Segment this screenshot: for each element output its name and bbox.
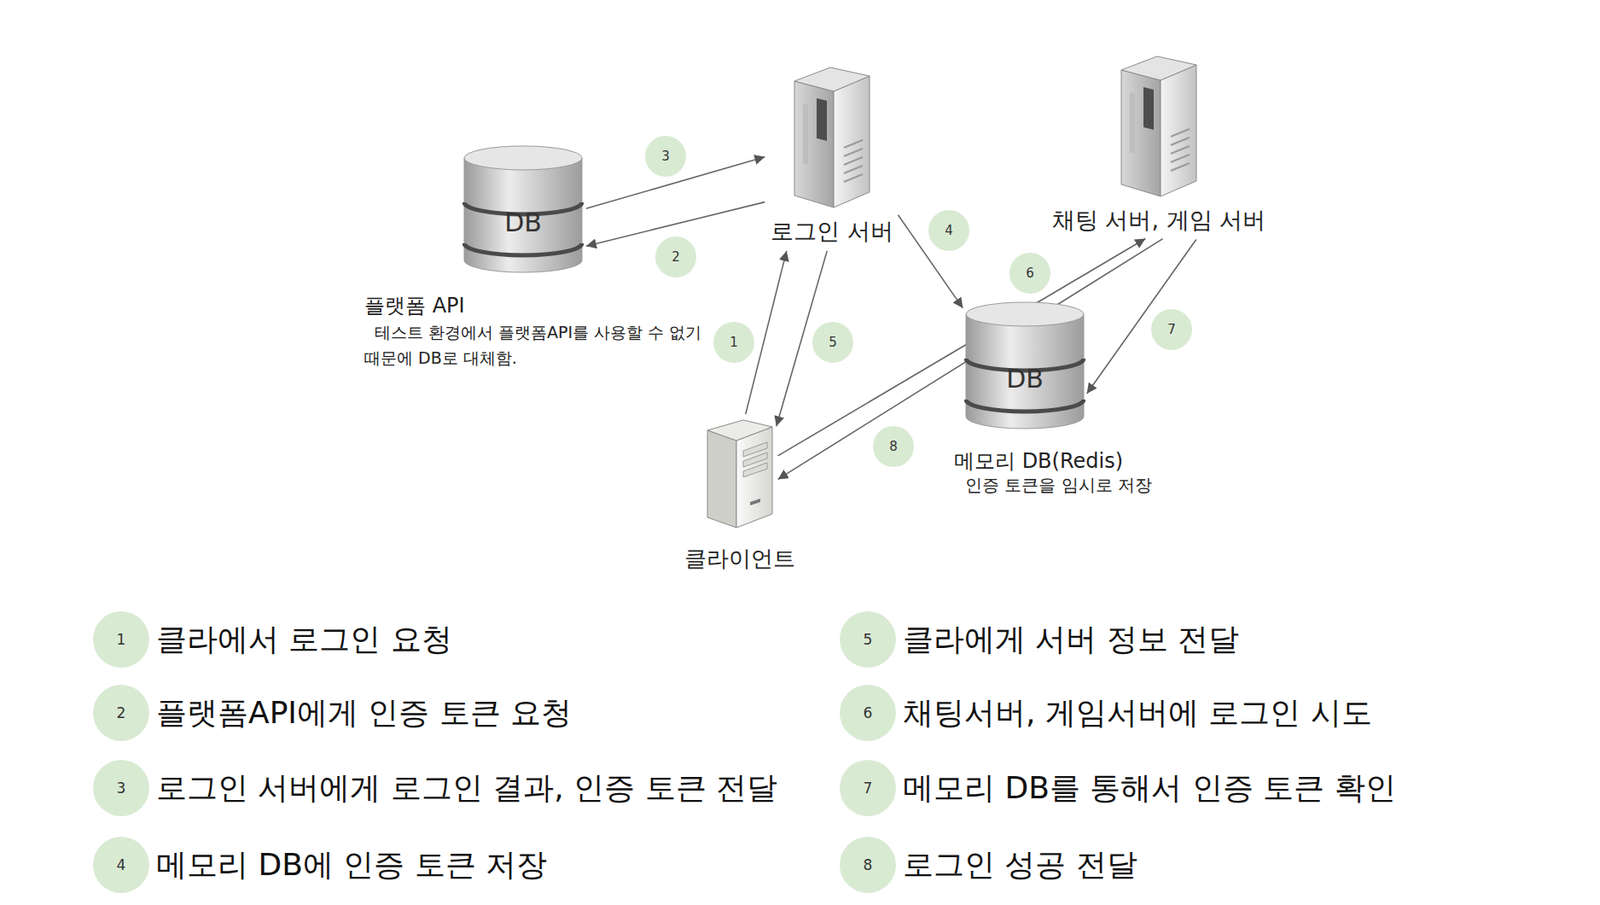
chat-game-server: 채팅 서버, 게임 서버 <box>1048 47 1269 238</box>
redis-db: DB메모리 DB(Redis)인증 토큰을 임시로 저장 <box>964 298 1086 432</box>
db-symbol-text: DB <box>964 363 1086 395</box>
flow-arrow <box>778 238 1147 456</box>
step-item: 5클라에게 서버 정보 전달 <box>839 610 896 668</box>
step-item: 4메모리 DB에 인증 토큰 저장 <box>93 836 150 893</box>
step-number: 5 <box>839 610 896 668</box>
callout-number: 3 <box>645 135 687 177</box>
callout-number: 8 <box>872 425 914 467</box>
db-caption: 플랫폼 API <box>364 292 466 319</box>
callout-number: 7 <box>1151 308 1193 350</box>
step-number: 4 <box>93 836 150 893</box>
step-number: 1 <box>93 610 150 668</box>
callout-number: 1 <box>713 321 755 363</box>
callout-number: 6 <box>1009 252 1051 294</box>
step-item: 8로그인 성공 전달 <box>839 836 896 893</box>
callout-number: 4 <box>928 209 970 251</box>
step-description: 플랫폼API에게 인증 토큰 요청 <box>156 693 572 732</box>
callout-number: 2 <box>655 236 697 278</box>
step-item: 6채팅서버, 게임서버에 로그인 시도 <box>839 684 896 741</box>
step-number: 6 <box>839 684 896 741</box>
step-number: 2 <box>93 684 150 741</box>
step-item: 3로그인 서버에게 로그인 결과, 인증 토큰 전달 <box>93 759 150 816</box>
step-description: 클라에게 서버 정보 전달 <box>902 620 1240 658</box>
step-item: 2플랫폼API에게 인증 토큰 요청 <box>93 684 150 741</box>
db-symbol-text: DB <box>462 207 584 239</box>
server-label: 채팅 서버, 게임 서버 <box>1052 206 1266 234</box>
step-description: 메모리 DB를 통해서 인증 토큰 확인 <box>902 768 1397 807</box>
db-note: 테스트 환경에서 플랫폼API를 사용할 수 없기 때문에 DB로 대체함. <box>364 319 715 371</box>
db-caption: 메모리 DB(Redis) <box>954 448 1123 474</box>
flow-arrow <box>1087 238 1197 394</box>
step-number: 3 <box>93 759 150 816</box>
step-description: 클라에서 로그인 요청 <box>156 620 453 658</box>
server-label: 로그인 서버 <box>770 217 894 245</box>
flow-arrow <box>778 238 1164 480</box>
platform-db: DB플랫폼 API테스트 환경에서 플랫폼API를 사용할 수 없기 때문에 D… <box>462 142 584 276</box>
step-description: 로그인 서버에게 로그인 결과, 인증 토큰 전달 <box>156 768 778 807</box>
step-item: 7메모리 DB를 통해서 인증 토큰 확인 <box>839 759 896 816</box>
step-description: 메모리 DB에 인증 토큰 저장 <box>156 845 547 884</box>
server-icon <box>1117 51 1200 198</box>
step-description: 로그인 성공 전달 <box>902 845 1138 884</box>
client-pc-icon <box>704 416 776 530</box>
connector-group <box>586 157 1197 480</box>
step-item: 1클라에서 로그인 요청 <box>93 610 150 668</box>
db-note: 인증 토큰을 임시로 저장 <box>965 473 1152 496</box>
step-number: 8 <box>839 836 896 893</box>
client-label: 클라이언트 <box>684 544 796 572</box>
step-number: 7 <box>839 759 896 816</box>
server-icon <box>791 62 873 210</box>
login-server: 로그인 서버 <box>767 58 897 249</box>
callout-number: 5 <box>812 321 854 363</box>
step-description: 채팅서버, 게임서버에 로그인 시도 <box>902 693 1373 732</box>
client-pc: 클라이언트 <box>704 416 776 530</box>
